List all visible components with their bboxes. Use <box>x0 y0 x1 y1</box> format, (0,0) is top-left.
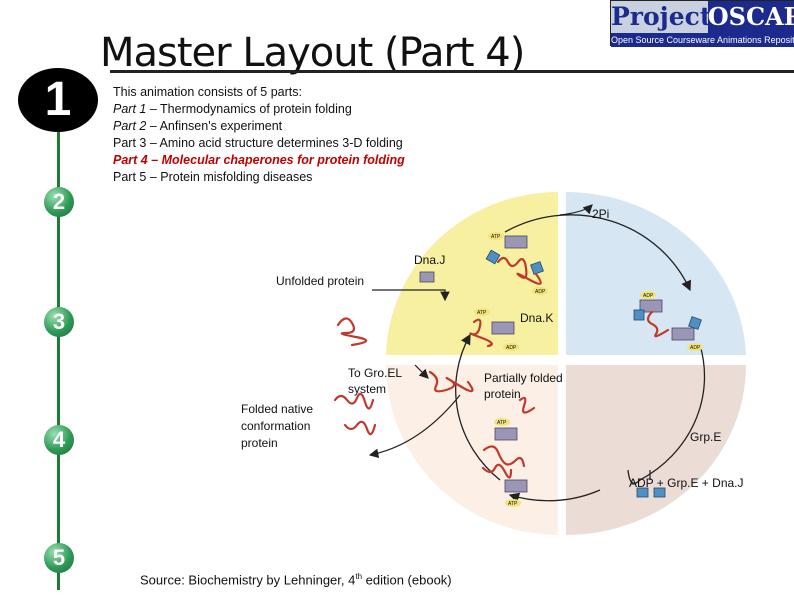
atp-tag: ATP <box>497 420 507 426</box>
part-2-prefix: Part 2 <box>113 119 147 133</box>
peach-quadrant <box>386 365 558 535</box>
dnak-molecules <box>419 235 695 493</box>
source-citation: Source: Biochemistry by Lehninger, 4th e… <box>140 572 452 587</box>
intro-part-2: Part 2 – Anfinsen's experiment <box>113 118 405 135</box>
label-partially-folded-2: protein <box>484 387 521 401</box>
step-4-button[interactable]: 4 <box>44 425 74 455</box>
diagram-labels: 2Pi Dna.J Unfolded protein Dna.K To Gro.… <box>241 207 744 490</box>
step-1-button[interactable]: 1 <box>18 68 98 132</box>
header-rule <box>110 70 794 73</box>
pink-quadrant <box>566 365 746 535</box>
label-2pi: 2Pi <box>592 207 609 221</box>
yellow-quadrant <box>386 191 558 355</box>
intro-part-5: Part 5 – Protein misfolding diseases <box>113 170 313 184</box>
blue-quadrant <box>566 191 746 355</box>
intro-heading: This animation consists of 5 parts: <box>113 85 302 99</box>
atp-tag: ATP <box>491 234 501 240</box>
cycle-arrow-left <box>455 333 501 481</box>
label-partially-folded-1: Partially folded <box>484 371 563 385</box>
project-oscar-logo[interactable]: Project OSCAR Open Source Courseware Ani… <box>610 0 794 47</box>
label-dnak: Dna.K <box>520 311 553 325</box>
intro-part-4-current: Part 4 – Molecular chaperones for protei… <box>113 153 405 167</box>
adp-tag: ADP <box>643 293 654 299</box>
label-folded-native-2: conformation <box>241 419 310 433</box>
adp-tag: ADP <box>506 345 517 351</box>
unfolded-arrow <box>372 289 450 302</box>
native-arrow <box>368 394 461 459</box>
adp-tag: ADP <box>535 289 546 295</box>
intro-text: This animation consists of 5 parts: Part… <box>113 84 405 186</box>
cycle-arrow-ring <box>504 214 691 292</box>
atp-tag: ATP <box>477 310 487 316</box>
nucleotide-tags: ATP ADP ADP ATP ADP ADP ATP ATP <box>474 232 703 507</box>
part-2-text: – Anfinsen's experiment <box>146 119 283 133</box>
page-title: Master Layout (Part 4) <box>100 30 525 76</box>
logo-subtitle: Open Source Courseware Animations Reposi… <box>611 33 794 47</box>
step-3-button[interactable]: 3 <box>44 307 74 337</box>
part-1-text: – Thermodynamics of protein folding <box>146 102 352 116</box>
logo-word-project: Project <box>611 1 712 33</box>
logo-word-oscar: OSCAR <box>707 1 794 33</box>
dnaj-molecules <box>485 249 702 498</box>
label-folded-native-3: protein <box>241 436 278 450</box>
protein-chains <box>333 256 670 479</box>
source-text-b: edition (ebook) <box>362 572 452 588</box>
pi-arrow <box>559 204 593 216</box>
step-2-button[interactable]: 2 <box>44 187 74 217</box>
label-to-groel-1: To Gro.EL <box>348 366 402 380</box>
step-5-button[interactable]: 5 <box>44 543 74 573</box>
source-text-a: Source: Biochemistry by Lehninger, 4 <box>140 572 356 588</box>
source-sup: th <box>355 572 363 581</box>
atp-tag: ATP <box>508 501 518 507</box>
cycle-arrow-right <box>627 344 706 484</box>
label-folded-native-1: Folded native <box>241 402 313 416</box>
groel-arrow <box>414 364 429 379</box>
intro-part-3: Part 3 – Amino acid structure determines… <box>113 136 403 150</box>
cycle-arrow-bottom <box>508 489 601 503</box>
label-adp-grpe-dnaj: ADP + Grp.E + Dna.J <box>629 476 744 490</box>
label-to-groel-2: system <box>348 382 386 396</box>
part-1-prefix: Part 1 <box>113 102 147 116</box>
label-unfolded-protein: Unfolded protein <box>276 274 364 288</box>
adp-tag: ADP <box>690 345 701 351</box>
label-grpe: Grp.E <box>690 430 721 444</box>
label-dnaj: Dna.J <box>414 253 445 267</box>
intro-part-1: Part 1 – Thermodynamics of protein foldi… <box>113 101 405 118</box>
